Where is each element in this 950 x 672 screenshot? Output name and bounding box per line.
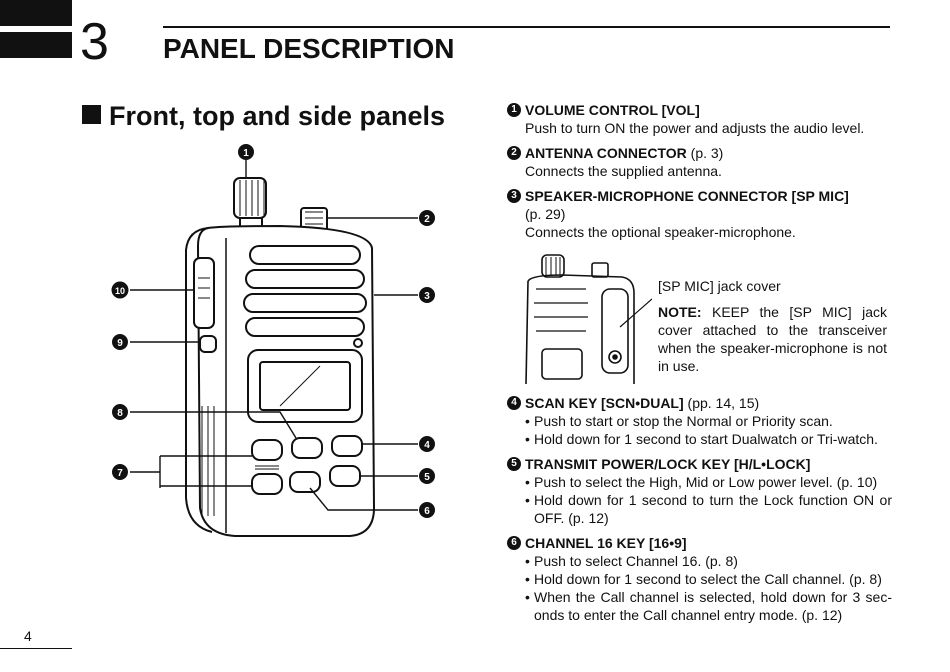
callout-5-badge	[419, 468, 435, 484]
item-number-badge: 4	[507, 396, 521, 410]
item-transmit-power-lock-key: 5 TRANSMIT POWER/LOCK KEY [H/L•LOCK] •Pu…	[507, 455, 892, 527]
item-antenna-connector: 2 ANTENNA CONNECTOR (p. 3) Connects the …	[507, 144, 892, 180]
bullet-line: •Push to start or stop the Normal or Pri…	[507, 412, 892, 430]
bullet-text: Hold down for 1 second to select the Cal…	[534, 571, 882, 587]
callout-4-badge	[419, 436, 435, 452]
bullet-text: Push to select the High, Mid or Low powe…	[534, 474, 878, 490]
page-number: 4	[24, 628, 32, 644]
callout-7-label: 7	[117, 468, 123, 479]
chapter-number: 3	[80, 13, 109, 71]
radio-illustration: 1 2 3 4 5 6 7 8 9 10	[111, 144, 435, 537]
item-number-badge: 1	[507, 103, 521, 117]
item-title: VOLUME CONTROL [VOL]	[525, 102, 700, 118]
callout-badges: 1 2 3 4 5 6 7 8 9 10	[111, 144, 435, 518]
bullet-text: Hold down for 1 second to turn the Lock …	[534, 492, 892, 526]
jack-cover-label: [SP MIC] jack cover	[658, 278, 781, 294]
callout-2-badge	[419, 210, 435, 226]
item-number-badge: 3	[507, 189, 521, 203]
callout-3-label: 3	[424, 291, 430, 302]
note-text: NOTE: KEEP the [SP MIC] jack cover attac…	[658, 303, 887, 375]
chapter-title: PANEL DESCRIPTION	[163, 33, 455, 64]
callout-1-badge	[238, 144, 254, 160]
callout-9-badge	[112, 334, 128, 350]
panel-descriptions: 1 VOLUME CONTROL [VOL] Push to turn ON t…	[507, 101, 892, 631]
callout-10-label: 10	[115, 286, 125, 296]
note-lead: NOTE:	[658, 304, 702, 320]
bullet-dot: •	[525, 553, 530, 569]
callout-5-label: 5	[424, 472, 430, 483]
item-title: CHANNEL 16 KEY [16•9]	[525, 535, 687, 551]
bullet-dot: •	[525, 571, 530, 587]
bullet-text: Push to select Channel 16. (p. 8)	[534, 553, 738, 569]
callout-6-label: 6	[424, 506, 430, 517]
bullet-text: Hold down for 1 second to start Dualwatc…	[534, 431, 878, 447]
item-number-badge: 6	[507, 536, 521, 550]
chapter-tab-bar-bottom	[0, 32, 72, 58]
callout-1-label: 1	[243, 148, 249, 159]
item-volume-control: 1 VOLUME CONTROL [VOL] Push to turn ON t…	[507, 101, 892, 137]
bullet-text: Push to start or stop the Normal or Prio…	[534, 413, 833, 429]
section-title: Front, top and side panels	[82, 100, 445, 132]
chapter-tab-bar-top	[0, 0, 72, 26]
bullet-line: •Hold down for 1 second to start Dualwat…	[507, 430, 892, 448]
item-channel-16-key: 6 CHANNEL 16 KEY [16•9] •Push to select …	[507, 534, 892, 624]
header-rule	[163, 26, 890, 28]
section-title-text: Front, top and side panels	[109, 101, 446, 131]
bullet-dot: •	[525, 474, 530, 490]
bullet-line: •Push to select the High, Mid or Low pow…	[507, 473, 892, 491]
callout-9-label: 9	[117, 338, 123, 349]
jack-cover-illustration	[525, 254, 652, 384]
bullet-line: •When the Call channel is selected, hold…	[507, 588, 892, 624]
callout-10-badge	[111, 281, 129, 299]
callout-8-label: 8	[117, 408, 123, 419]
item-title: TRANSMIT POWER/LOCK KEY [H/L•LOCK]	[525, 456, 811, 472]
footer-rule	[0, 648, 72, 649]
item-speaker-mic-connector: 3 SPEAKER-MICROPHONE CONNECTOR [SP MIC] …	[507, 187, 892, 241]
callout-7-badge	[112, 464, 128, 480]
callout-4-label: 4	[424, 440, 430, 451]
item-scan-key: 4 SCAN KEY [SCN•DUAL] (pp. 14, 15) •Push…	[507, 394, 892, 448]
item-description: Connects the optional speaker-microphone…	[525, 224, 796, 240]
item-number-badge: 2	[507, 146, 521, 160]
note-body: KEEP the [SP MIC] jack cover attached to…	[658, 304, 887, 374]
item-page-ref: (pp. 14, 15)	[687, 395, 760, 411]
bullet-dot: •	[525, 589, 530, 605]
jack-cover-inset: [SP MIC] jack cover NOTE: KEEP the [SP M…	[507, 249, 892, 384]
bullet-text: When the Call channel is selected, hold …	[534, 589, 892, 623]
bullet-line: •Hold down for 1 second to turn the Lock…	[507, 491, 892, 527]
callout-8-badge	[112, 404, 128, 420]
item-number-badge: 5	[507, 457, 521, 471]
item-page-ref: (p. 29)	[525, 206, 566, 222]
bullet-line: •Push to select Channel 16. (p. 8)	[507, 552, 892, 570]
bullet-dot: •	[525, 492, 530, 508]
item-title: SCAN KEY [SCN•DUAL]	[525, 395, 684, 411]
callout-2-label: 2	[424, 214, 430, 225]
square-bullet-icon	[82, 105, 101, 124]
bullet-dot: •	[525, 413, 530, 429]
item-title: SPEAKER-MICROPHONE CONNECTOR [SP MIC]	[525, 188, 849, 204]
bullet-line: •Hold down for 1 second to select the Ca…	[507, 570, 892, 588]
callout-3-badge	[419, 287, 435, 303]
item-description: Connects the supplied antenna.	[525, 163, 722, 179]
item-title: ANTENNA CONNECTOR	[525, 145, 687, 161]
callout-6-badge	[419, 502, 435, 518]
item-page-ref: (p. 3)	[690, 145, 724, 161]
bullet-dot: •	[525, 431, 530, 447]
item-description: Push to turn ON the power and adjusts th…	[525, 120, 865, 136]
